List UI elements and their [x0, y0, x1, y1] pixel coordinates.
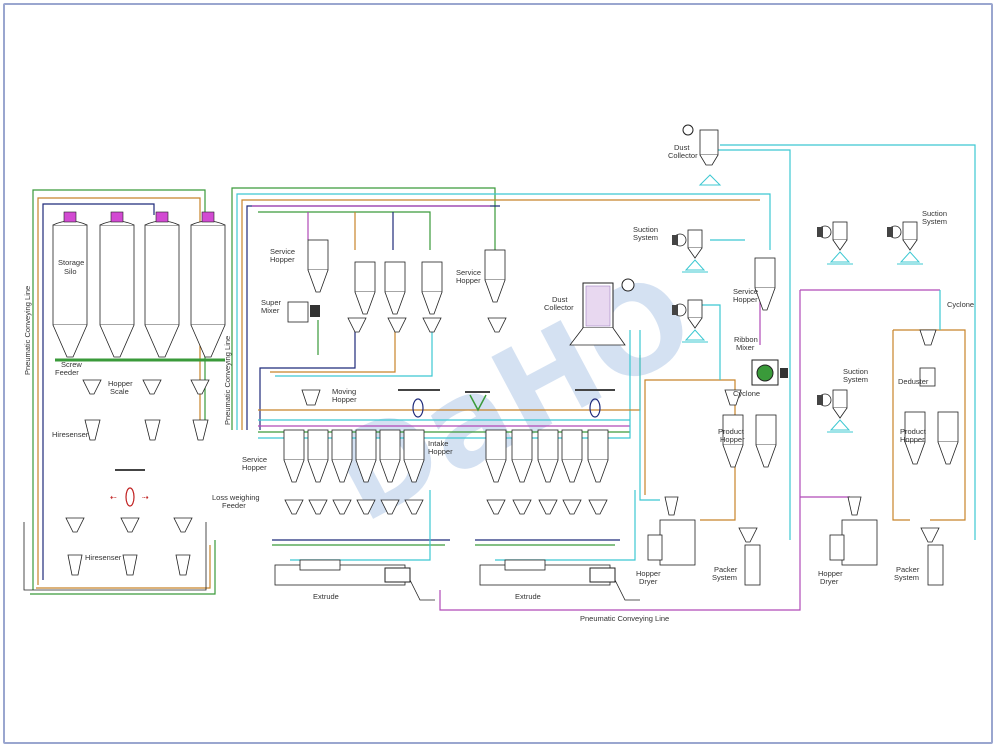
- label-pneumatic-line-left: Pneumatic Conveying Line: [23, 286, 32, 375]
- label-dust-collector-2a: Dust: [674, 143, 690, 152]
- label-pneumatic-line-bottom: Pneumatic Conveying Line: [580, 614, 669, 623]
- label-cyclone-1: Cyclone: [733, 389, 760, 398]
- label-service-hopper-1b: Hopper: [270, 255, 295, 264]
- extruder-2: [479, 559, 640, 601]
- product-hoppers-1: [722, 389, 777, 586]
- label-service-hopper-2b: Hopper: [456, 276, 481, 285]
- label-hopper-dryer-2b: Dryer: [820, 577, 839, 586]
- svg-text:⇢: ⇢: [142, 493, 149, 502]
- label-service-hopper-2a: Service: [456, 268, 481, 277]
- label-super-mixer-1: Super: [261, 298, 282, 307]
- label-storage-silo-1: Storage: [58, 258, 84, 267]
- label-product-hopper-2b: Hopper: [900, 435, 925, 444]
- label-extruder-1: Extrude: [313, 592, 339, 601]
- extruder-1: [274, 559, 435, 601]
- label-moving-hopper-1: Moving: [332, 387, 356, 396]
- label-pneumatic-line-mid: Pneumatic Conveying Line: [223, 336, 232, 425]
- product-hoppers-2: [904, 329, 959, 586]
- label-hopper-dryer-2a: Hopper: [818, 569, 843, 578]
- label-suction-system-2a: Suction: [922, 209, 947, 218]
- label-dust-collector-2b: Collector: [668, 151, 698, 160]
- label-super-mixer-2: Mixer: [261, 306, 280, 315]
- label-suction-system-1b: System: [633, 233, 658, 242]
- label-packer-system-1b: System: [712, 573, 737, 582]
- label-suction-system-3a: Suction: [843, 367, 868, 376]
- suction-system-5: [816, 389, 854, 433]
- suction-system-3: [816, 221, 854, 265]
- label-hopper-dryer-1b: Dryer: [639, 577, 658, 586]
- hiresenser-group: ⇠ ⇢: [65, 469, 193, 576]
- dust-collector-top: [682, 124, 722, 186]
- label-hopper-scale-2: Scale: [110, 387, 129, 396]
- dust-collector-center: [569, 278, 635, 346]
- label-ribbon-mixer-2: Mixer: [736, 343, 755, 352]
- label-packer-system-1a: Packer: [714, 565, 738, 574]
- hopper-dryer-1: [647, 496, 696, 566]
- label-storage-silo-2: Silo: [64, 267, 77, 276]
- label-moving-hopper-2: Hopper: [332, 395, 357, 404]
- label-dust-collector-1b: Collector: [544, 303, 574, 312]
- label-product-hopper-1b: Hopper: [720, 435, 745, 444]
- label-hopper-dryer-1a: Hopper: [636, 569, 661, 578]
- label-extruder-2: Extrude: [515, 592, 541, 601]
- service-hoppers-top: [287, 239, 507, 333]
- label-ribbon-mixer-1: Ribbon: [734, 335, 758, 344]
- suction-system-1: [671, 229, 709, 273]
- label-packer-system-2a: Packer: [896, 565, 920, 574]
- label-hiresenser-2: Hiresenser: [85, 553, 122, 562]
- storage-silos: [52, 211, 226, 441]
- label-deduster: Deduster: [898, 377, 929, 386]
- label-intake-hopper-1: Intake: [428, 439, 448, 448]
- label-hopper-scale-1: Hopper: [108, 379, 133, 388]
- hopper-dryer-2: [829, 496, 878, 566]
- diagram-frame: [3, 3, 993, 744]
- label-service-hopper-3b: Hopper: [242, 463, 267, 472]
- label-service-hopper-1a: Service: [270, 247, 295, 256]
- label-hiresenser-1: Hiresenser: [52, 430, 89, 439]
- labels: Storage Silo Screw Feeder Hopper Scale H…: [23, 143, 974, 623]
- label-suction-system-1a: Suction: [633, 225, 658, 234]
- label-service-hopper-4a: Service: [733, 287, 758, 296]
- label-loss-weighing-2: Feeder: [222, 501, 246, 510]
- label-suction-system-3b: System: [843, 375, 868, 384]
- label-loss-weighing-1: Loss weighing: [212, 493, 260, 502]
- label-dust-collector-1a: Dust: [552, 295, 568, 304]
- label-screw-feeder-2: Feeder: [55, 368, 79, 377]
- label-service-hopper-4b: Hopper: [733, 295, 758, 304]
- label-cyclone-2: Cyclone: [947, 300, 974, 309]
- suction-system-4: [886, 221, 924, 265]
- moving-hopper: [301, 389, 615, 418]
- svg-text:⇠: ⇠: [110, 493, 117, 502]
- label-product-hopper-1a: Product: [718, 427, 745, 436]
- label-packer-system-2b: System: [894, 573, 919, 582]
- service-hopper-right: [751, 257, 788, 386]
- label-intake-hopper-2: Hopper: [428, 447, 453, 456]
- label-service-hopper-3a: Service: [242, 455, 267, 464]
- label-screw-feeder-1: Screw: [61, 360, 82, 369]
- label-suction-system-2b: System: [922, 217, 947, 226]
- label-product-hopper-2a: Product: [900, 427, 927, 436]
